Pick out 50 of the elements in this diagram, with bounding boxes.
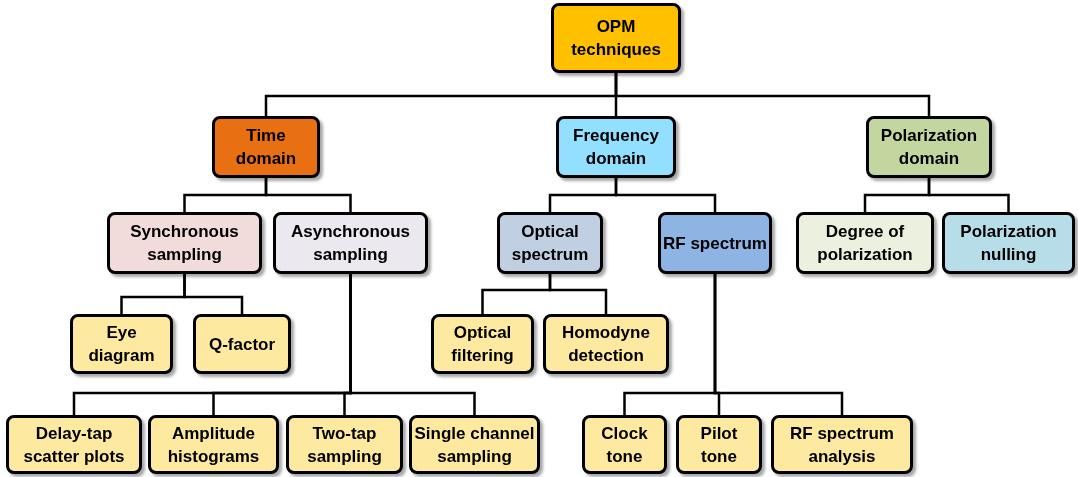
subcategory-box <box>796 212 934 274</box>
connector-line <box>927 178 1010 212</box>
technique-box <box>148 415 279 474</box>
subcategory-box <box>658 212 772 274</box>
box-label: Amplitude histograms <box>166 422 261 468</box>
box-label: Pilot tone <box>699 422 739 468</box>
technique-box <box>431 314 534 374</box>
technique-box <box>582 415 667 474</box>
box-label: Clock tone <box>600 422 649 468</box>
technique-box <box>409 415 540 474</box>
box-label: Single channel sampling <box>414 422 535 468</box>
connector-line <box>614 73 931 116</box>
box-label: Two-tap sampling <box>306 422 383 468</box>
box-label: Time domain <box>234 125 298 170</box>
box-label: RF spectrum analysis <box>789 422 895 468</box>
box-label: Polarization domain <box>879 125 979 170</box>
connector-line <box>183 274 244 314</box>
root-box <box>551 3 681 73</box>
subcategory-box <box>273 212 428 274</box>
box-label: Q-factor <box>208 333 276 356</box>
box-label: Optical filtering <box>450 322 515 367</box>
category-box <box>212 116 320 178</box>
box-label: Frequency domain <box>572 125 660 170</box>
category-box <box>866 116 992 178</box>
box-label: Degree of polarization <box>816 221 914 266</box>
box-label: Delay-tap scatter plots <box>22 422 126 468</box>
connector-line <box>264 178 352 212</box>
connector-line <box>713 274 844 415</box>
technique-box <box>70 314 173 374</box>
box-label: RF spectrum <box>663 232 767 255</box>
technique-box <box>193 314 291 374</box>
subcategory-box <box>107 212 262 274</box>
box-label: OPM techniques <box>570 16 662 61</box>
box-label: Eye diagram <box>87 322 156 367</box>
subcategory-box <box>497 212 603 274</box>
connector-line <box>548 274 608 314</box>
box-label: Asynchronous sampling <box>290 221 411 266</box>
connector-line <box>349 274 476 415</box>
subcategory-box <box>942 212 1075 274</box>
technique-box <box>676 415 762 474</box>
category-box <box>556 116 676 178</box>
box-label: Homodyne detection <box>561 322 651 367</box>
technique-box <box>286 415 403 474</box>
box-label: Synchronous sampling <box>129 221 240 266</box>
technique-box <box>771 415 913 474</box>
box-label: Optical spectrum <box>510 221 590 266</box>
technique-box <box>543 314 669 374</box>
technique-box <box>6 415 142 474</box>
connector-line <box>614 178 717 212</box>
box-label: Polarization nulling <box>959 221 1058 266</box>
